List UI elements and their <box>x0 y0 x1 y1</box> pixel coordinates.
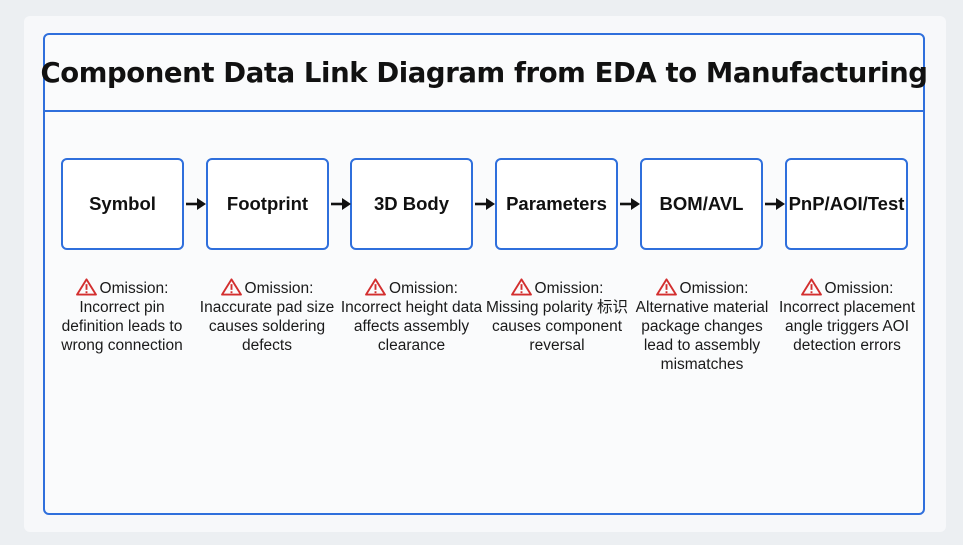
omission-label: Omission: <box>824 280 894 297</box>
omission-label: Omission: <box>679 280 749 297</box>
stage-label: Footprint <box>226 193 309 214</box>
omission-note-symbol: Omission: Incorrect pin definition leads… <box>52 278 192 355</box>
right-arrow-icon <box>475 198 495 210</box>
diagram-frame: Component Data Link Diagram from EDA to … <box>40 33 928 515</box>
stage-label: BOM/AVL <box>659 193 744 214</box>
right-arrow-icon <box>620 198 640 210</box>
warning-triangle-icon <box>75 278 97 296</box>
omission-note-3d-body: Omission: Incorrect height data affects … <box>339 278 484 355</box>
stage-label: PnP/AOI/Test <box>788 193 905 214</box>
title-bar: Component Data Link Diagram from EDA to … <box>40 35 928 112</box>
stage-label: Symbol <box>89 193 156 214</box>
stage-box-3d-body: 3D Body <box>350 158 473 250</box>
diagram-title: Component Data Link Diagram from EDA to … <box>40 56 928 89</box>
right-arrow-icon <box>765 198 785 210</box>
omission-label: Omission: <box>244 280 314 297</box>
stage-box-pnp-aoi-test: PnP/AOI/Test <box>785 158 908 250</box>
omission-note-parameters: Omission: Missing polarity 标识causes comp… <box>485 278 629 355</box>
warning-triangle-icon <box>220 278 242 296</box>
stage-box-footprint: Footprint <box>206 158 329 250</box>
stage-box-bom-avl: BOM/AVL <box>640 158 763 250</box>
stage-box-symbol: Symbol <box>61 158 184 250</box>
omission-note-pnp-aoi-test: Omission: Incorrect placement angle trig… <box>778 278 916 355</box>
omission-text: Incorrect pin definition leads to wrong … <box>61 299 183 354</box>
stage-label: Parameters <box>506 193 607 214</box>
omission-note-bom-avl: Omission: Alternative material package c… <box>634 278 770 374</box>
warning-triangle-icon <box>800 278 822 296</box>
omission-label: Omission: <box>534 280 604 297</box>
right-arrow-icon <box>186 198 206 210</box>
omission-text: Incorrect height data affects assembly c… <box>340 299 483 354</box>
omission-label: Omission: <box>99 280 169 297</box>
warning-triangle-icon <box>510 278 532 296</box>
omission-text: Alternative material package changes lea… <box>635 299 769 373</box>
omission-text: Inaccurate pad size causes soldering def… <box>199 299 335 354</box>
omission-label: Omission: <box>389 280 458 297</box>
right-arrow-icon <box>331 198 351 210</box>
warning-triangle-icon <box>365 278 386 296</box>
warning-triangle-icon <box>655 278 677 296</box>
omission-text: Incorrect placement angle triggers AOI d… <box>778 299 916 354</box>
stage-box-parameters: Parameters <box>495 158 618 250</box>
omission-note-footprint: Omission: Inaccurate pad size causes sol… <box>197 278 337 355</box>
omission-text: Missing polarity 标识causes component reve… <box>485 299 629 354</box>
stage-label: 3D Body <box>373 193 450 214</box>
